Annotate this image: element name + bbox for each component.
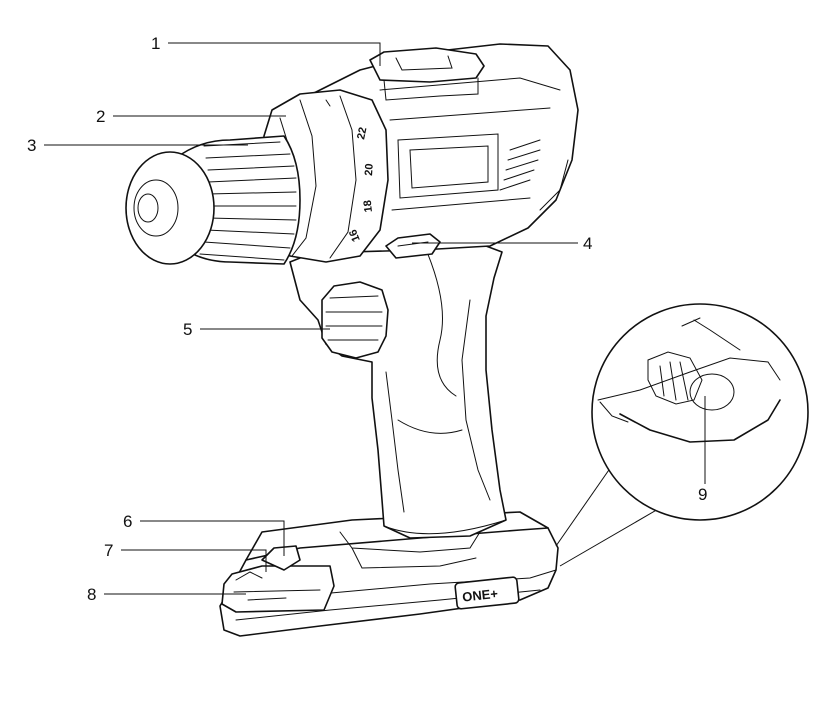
handle: [289, 235, 507, 539]
magnifier-connector-lower: [559, 507, 661, 567]
callout-number-4: 4: [583, 234, 592, 253]
brand-logo: ONE+: [454, 576, 520, 610]
trigger: [321, 281, 389, 359]
callout-7: 7: [104, 541, 267, 572]
callout-1: 1: [151, 34, 381, 66]
callout-3: 3: [27, 136, 248, 155]
callout-number-9: 9: [698, 485, 707, 504]
callout-9: 9: [698, 396, 707, 504]
callout-leader-7: [121, 549, 267, 572]
torque-scale-20: 20: [363, 163, 376, 176]
callout-5: 5: [183, 320, 330, 339]
callout-number-7: 7: [104, 541, 113, 560]
drill-illustration: 22 20 18 16: [125, 43, 579, 637]
gear-selector: [369, 47, 485, 101]
callout-2: 2: [96, 107, 286, 126]
detail-magnifier: [555, 303, 809, 567]
callout-leader-1: [168, 42, 381, 66]
torque-scale-22: 22: [355, 126, 369, 140]
callout-number-5: 5: [183, 320, 192, 339]
bit-holder-detail: [597, 317, 781, 443]
callout-8: 8: [87, 585, 246, 604]
torque-scale-18: 18: [362, 200, 375, 213]
callout-6: 6: [123, 512, 285, 556]
direction-selector: [385, 233, 441, 259]
callout-number-3: 3: [27, 136, 36, 155]
torque-scale: 22 20 18 16: [347, 126, 376, 243]
callout-number-6: 6: [123, 512, 132, 531]
callout-leader-6: [140, 520, 285, 556]
battery-latch-group: [221, 545, 335, 613]
brand-logo-text: ONE+: [462, 586, 500, 605]
callout-number-8: 8: [87, 585, 96, 604]
chuck: [125, 135, 301, 265]
callout-number-2: 2: [96, 107, 105, 126]
callout-number-1: 1: [151, 34, 160, 53]
callout-4: 4: [412, 234, 592, 253]
torque-scale-16: 16: [347, 228, 363, 244]
